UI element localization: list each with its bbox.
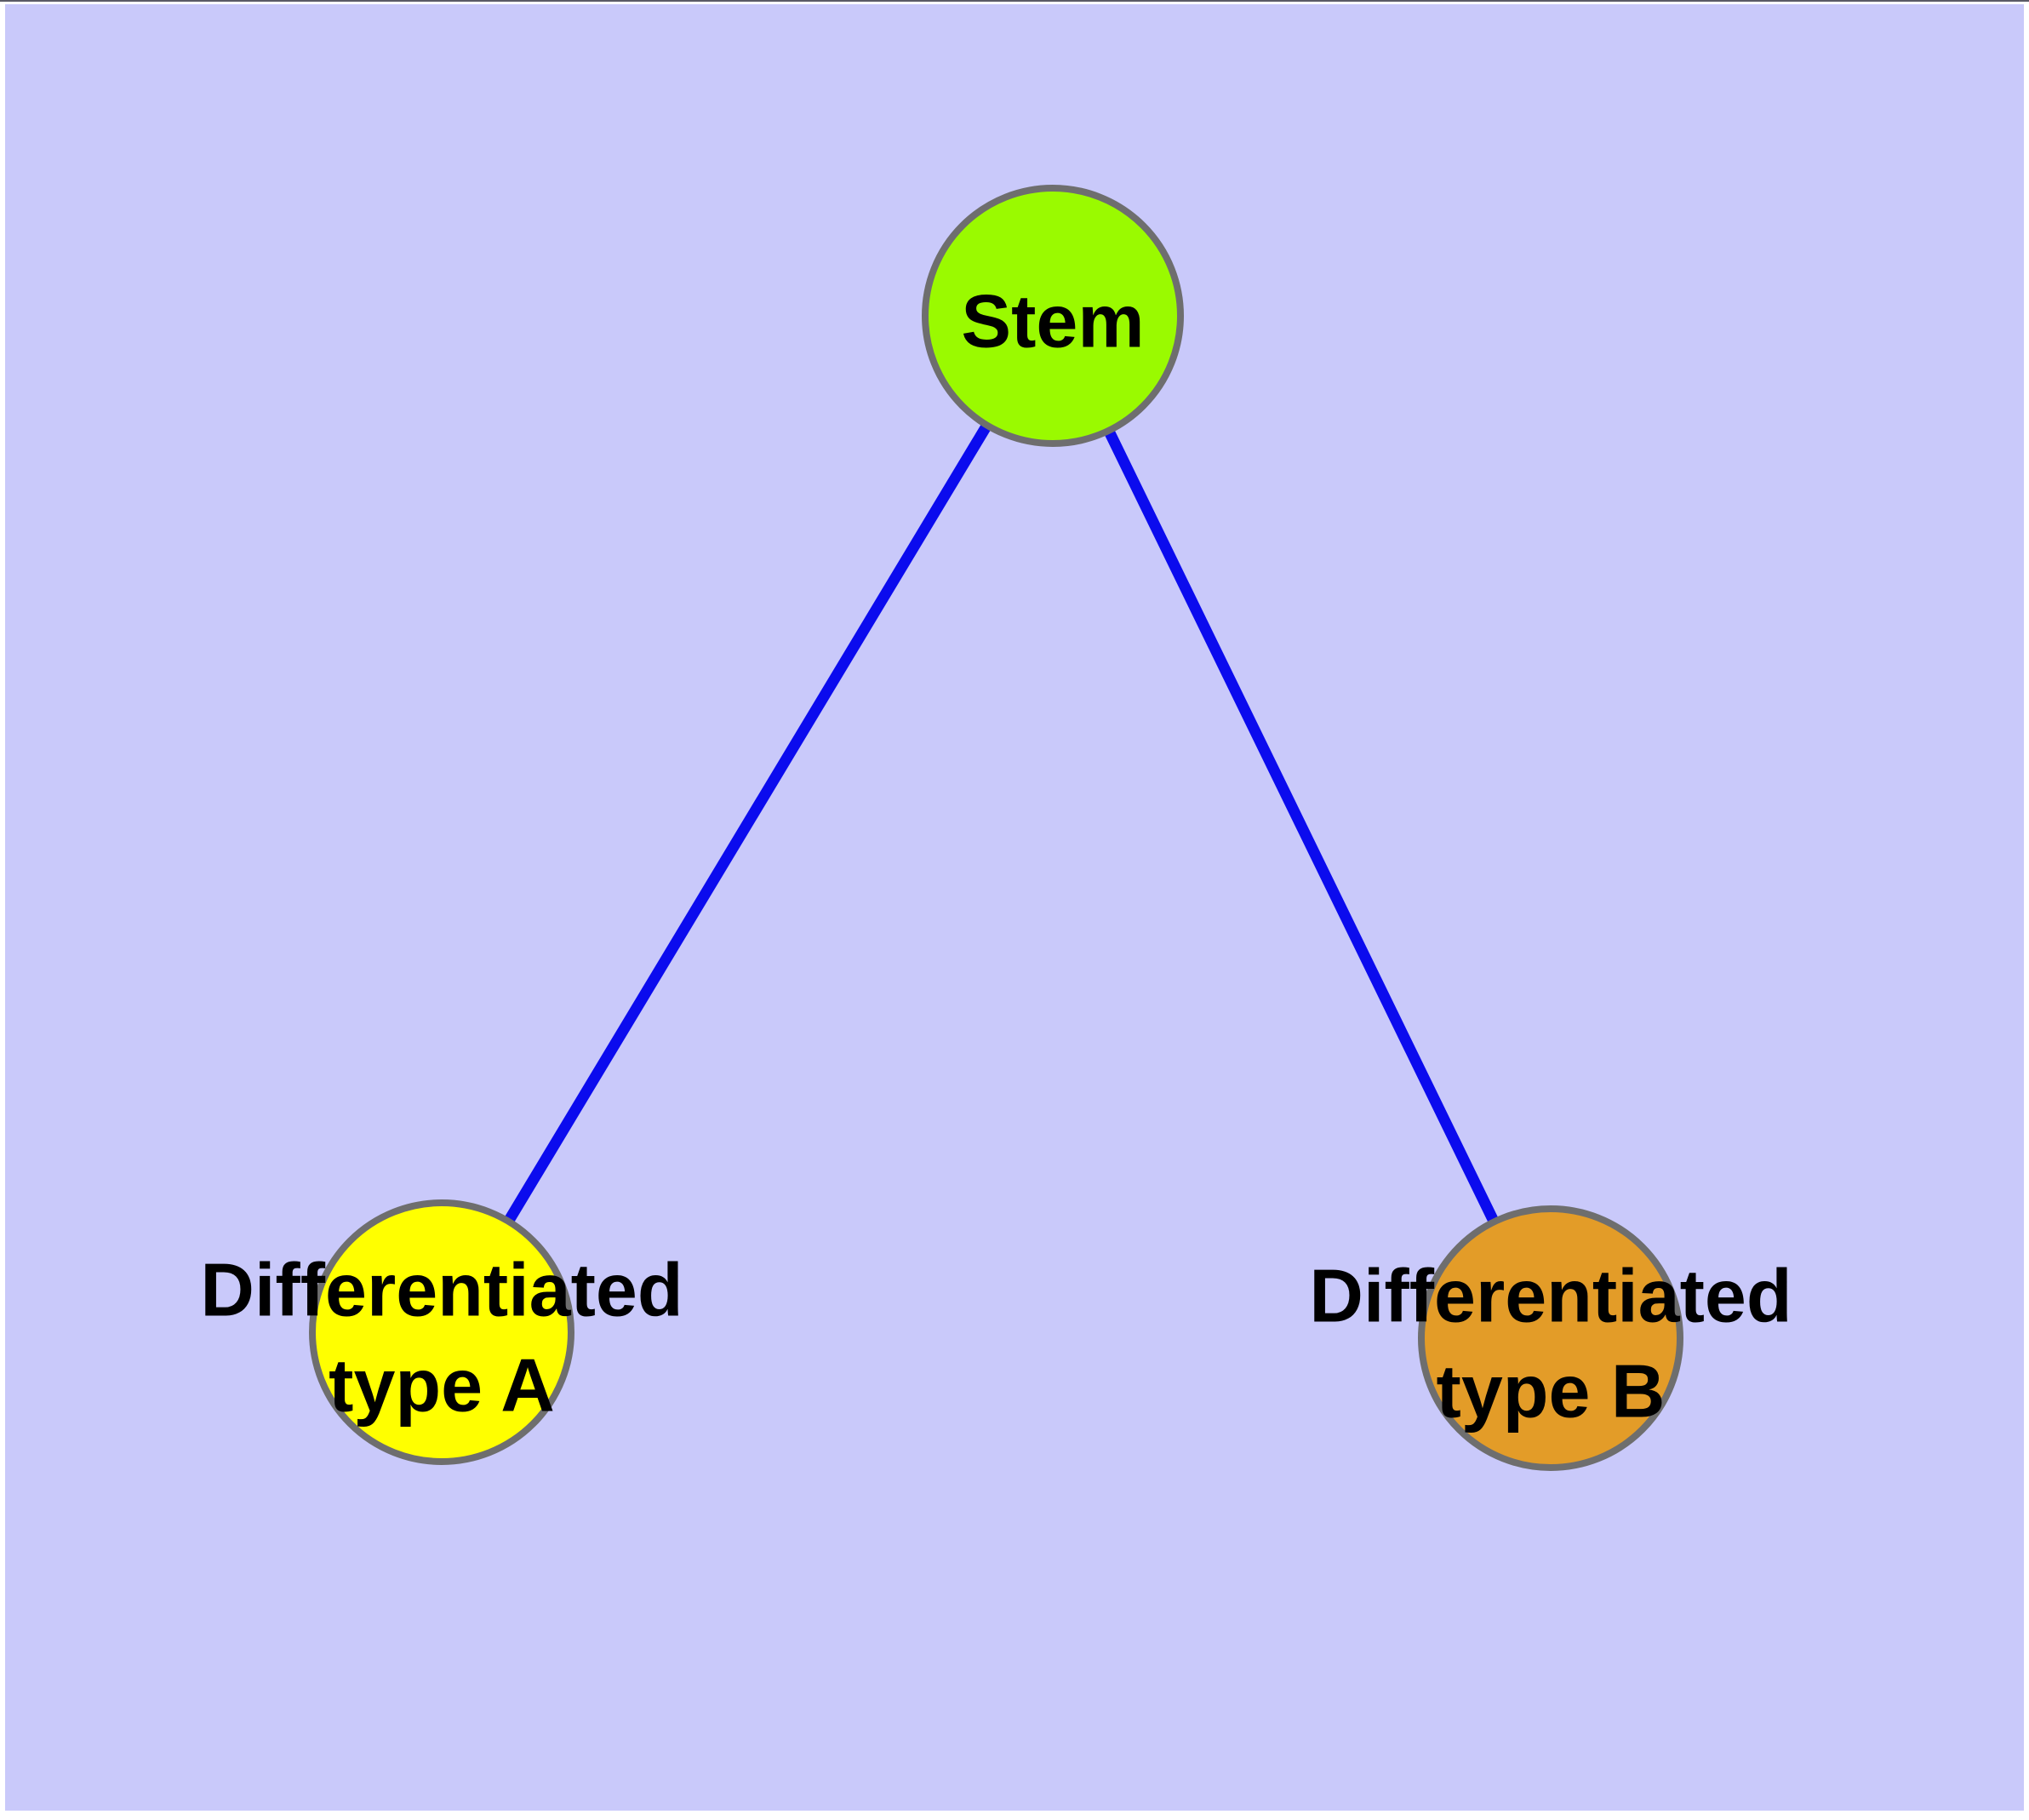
edge-stem-to-diff-b	[1048, 313, 1556, 1341]
top-edge-rule	[0, 0, 2029, 2]
node-diff-a	[309, 1199, 574, 1465]
node-diff-b-label-line-1: Differentiated	[1309, 1254, 1792, 1338]
node-stem	[922, 185, 1184, 447]
node-diff-a-label-line-2: type A	[329, 1343, 555, 1428]
node-diff-a-label-line-1: Differentiated	[200, 1248, 683, 1332]
edge-stem-to-diff-a	[437, 312, 1058, 1336]
node-stem-label-line-1: Stem	[961, 279, 1144, 363]
node-diff-b	[1418, 1205, 1683, 1471]
node-diff-b-label-line-2: type B	[1437, 1349, 1666, 1434]
